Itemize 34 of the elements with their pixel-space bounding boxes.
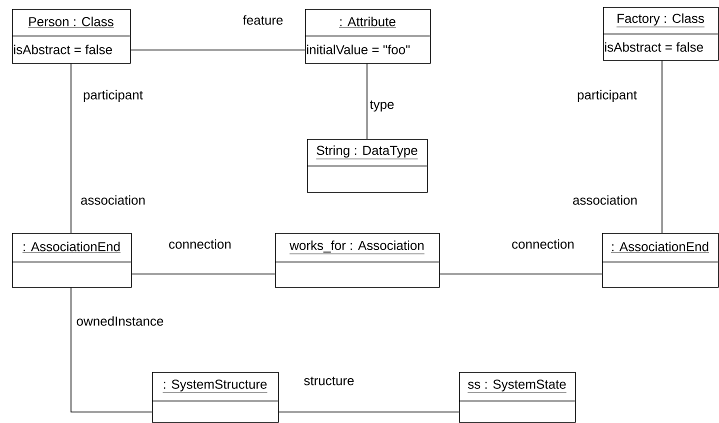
object-name: Person : Class — [28, 16, 114, 28]
object-box — [12, 9, 131, 64]
connector-line — [70, 287, 152, 412]
object-box — [304, 9, 431, 64]
role-name: association — [573, 195, 637, 205]
role-name: type — [370, 100, 394, 112]
object-box — [602, 233, 719, 288]
object-box — [602, 7, 719, 61]
object-box — [12, 233, 132, 288]
object-name: : SystemStructure — [162, 380, 268, 393]
attribute-value: isAbstract = false — [605, 42, 703, 52]
object-box — [152, 372, 279, 423]
role-name: participant — [84, 90, 143, 102]
role-name: connection — [169, 239, 231, 249]
role-name: association — [81, 195, 145, 205]
object-name: String : DataType — [316, 145, 418, 160]
role-name: ownedInstance — [76, 316, 164, 326]
object-name: Factory : Class — [616, 13, 705, 28]
object-name: ss : SystemState — [467, 380, 567, 393]
object-box — [306, 139, 428, 193]
object-name: : AssociationEnd — [22, 242, 121, 253]
object-box — [458, 372, 576, 423]
object-name: : Attribute — [338, 16, 396, 28]
connector-line — [70, 63, 72, 234]
object-box — [274, 233, 440, 288]
role-name: connection — [512, 239, 574, 249]
object-name: : AssociationEnd — [610, 242, 710, 253]
role-name: structure — [304, 376, 354, 386]
role-name: participant — [578, 90, 637, 102]
attribute-value: isAbstract = false — [14, 44, 112, 54]
role-name: feature — [242, 15, 283, 25]
attribute-value: initialValue = "foo" — [307, 44, 410, 54]
connector-line — [366, 63, 368, 140]
object-name: works_for : Association — [289, 240, 425, 254]
